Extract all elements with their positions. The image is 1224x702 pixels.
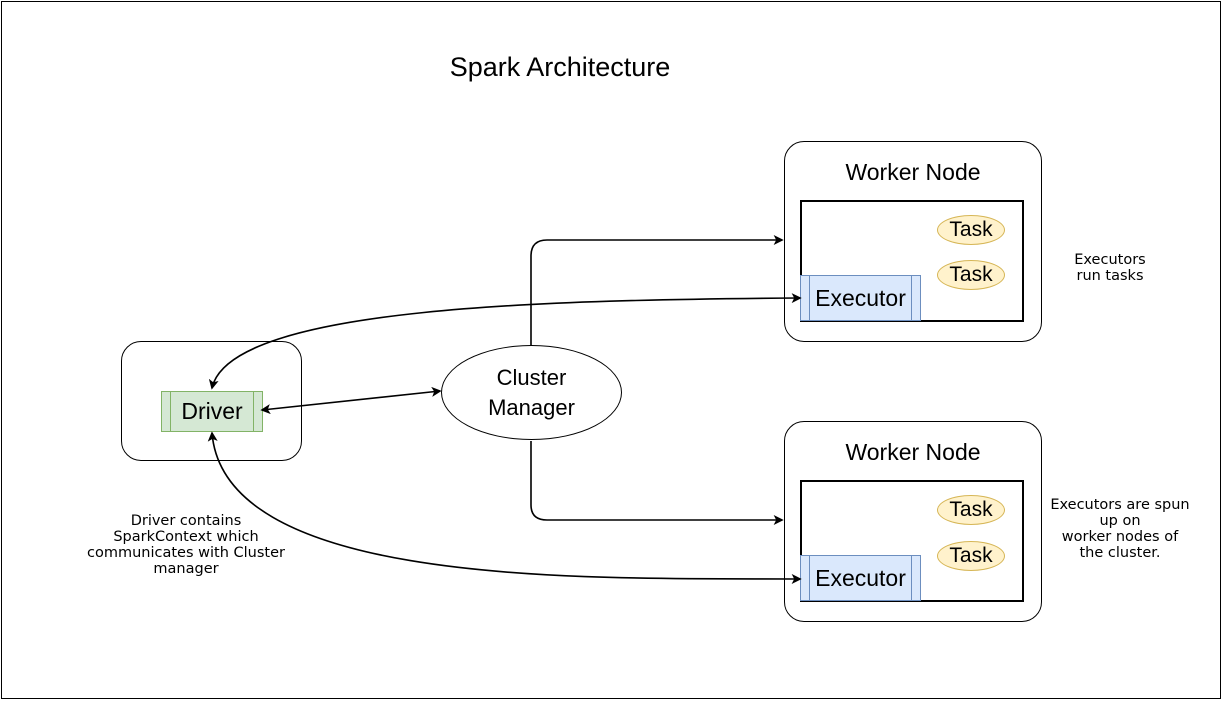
task-label: Task	[949, 544, 993, 567]
driver-executor-1-edge	[208, 293, 802, 390]
worker-node-title: Worker Node	[845, 439, 981, 465]
driver-label: Driver	[181, 398, 243, 424]
task-label: Task	[949, 263, 993, 286]
task-3: Task	[937, 495, 1005, 525]
task-2: Task	[937, 260, 1005, 290]
cluster-to-worker-1-edge	[530, 235, 784, 345]
executors-run-note: Executors run tasks	[1074, 252, 1146, 284]
driver-cluster-manager-edge	[260, 386, 442, 415]
task-4: Task	[937, 541, 1005, 571]
worker-node-title: Worker Node	[845, 159, 981, 185]
executors-spun-note: Executors are spun up on worker nodes of…	[1050, 497, 1190, 561]
executor-label: Executor	[815, 564, 906, 591]
diagram-title: Spark Architecture	[449, 52, 671, 82]
task-1: Task	[937, 215, 1005, 245]
executor-2: Executor	[800, 555, 921, 601]
task-label: Task	[949, 498, 993, 521]
executor-label: Executor	[815, 284, 906, 311]
cluster-to-worker-2-edge	[530, 441, 784, 525]
driver-executor-2-edge	[207, 431, 802, 584]
executor-1: Executor	[800, 275, 921, 321]
task-label: Task	[949, 218, 993, 241]
